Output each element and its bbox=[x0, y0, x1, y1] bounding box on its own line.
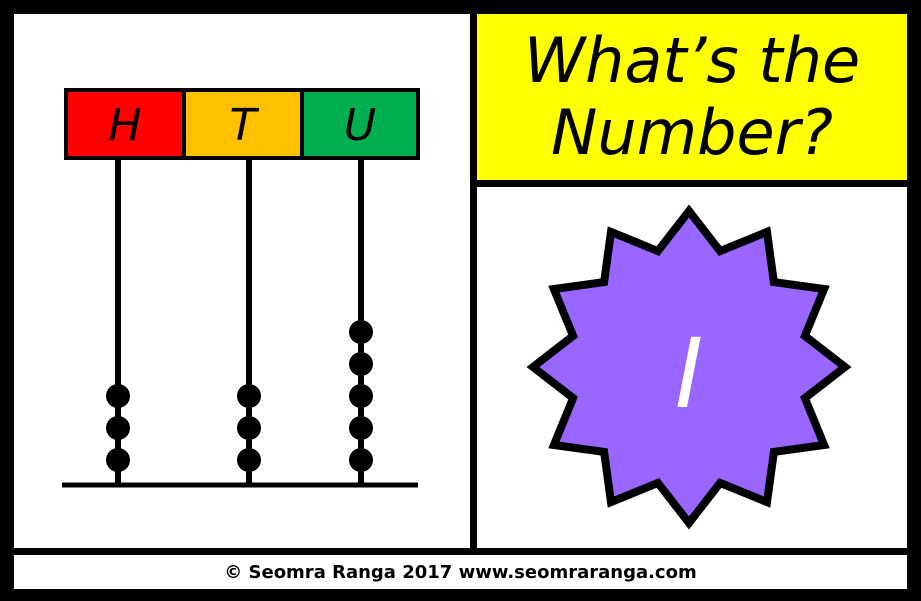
bead-u-4 bbox=[349, 352, 373, 376]
title-line-2: Number? bbox=[551, 97, 833, 169]
answer-badge: I bbox=[477, 187, 907, 548]
footer: © Seomra Ranga 2017 www.seomraranga.com bbox=[14, 555, 907, 589]
answer-value: I bbox=[675, 318, 703, 430]
abacus: H T U bbox=[14, 14, 470, 548]
rod-label-t: T bbox=[230, 100, 260, 151]
title-line-1: What’s the bbox=[524, 25, 860, 97]
copyright-text: © Seomra Ranga 2017 www.seomraranga.com bbox=[224, 562, 696, 583]
bead-u-1 bbox=[349, 448, 373, 472]
bead-u-5 bbox=[349, 320, 373, 344]
bead-t-1 bbox=[237, 448, 261, 472]
beads bbox=[106, 320, 373, 472]
bead-h-1 bbox=[106, 448, 130, 472]
bead-h-2 bbox=[106, 416, 130, 440]
bead-t-2 bbox=[237, 416, 261, 440]
bead-u-3 bbox=[349, 384, 373, 408]
bead-u-2 bbox=[349, 416, 373, 440]
bead-t-3 bbox=[237, 384, 261, 408]
bead-h-3 bbox=[106, 384, 130, 408]
title-panel: What’s the Number? bbox=[477, 14, 907, 180]
rod-label-h: H bbox=[108, 100, 141, 151]
answer-panel: I bbox=[477, 187, 907, 548]
rod-label-u: U bbox=[344, 100, 376, 151]
abacus-panel: H T U bbox=[14, 14, 470, 548]
